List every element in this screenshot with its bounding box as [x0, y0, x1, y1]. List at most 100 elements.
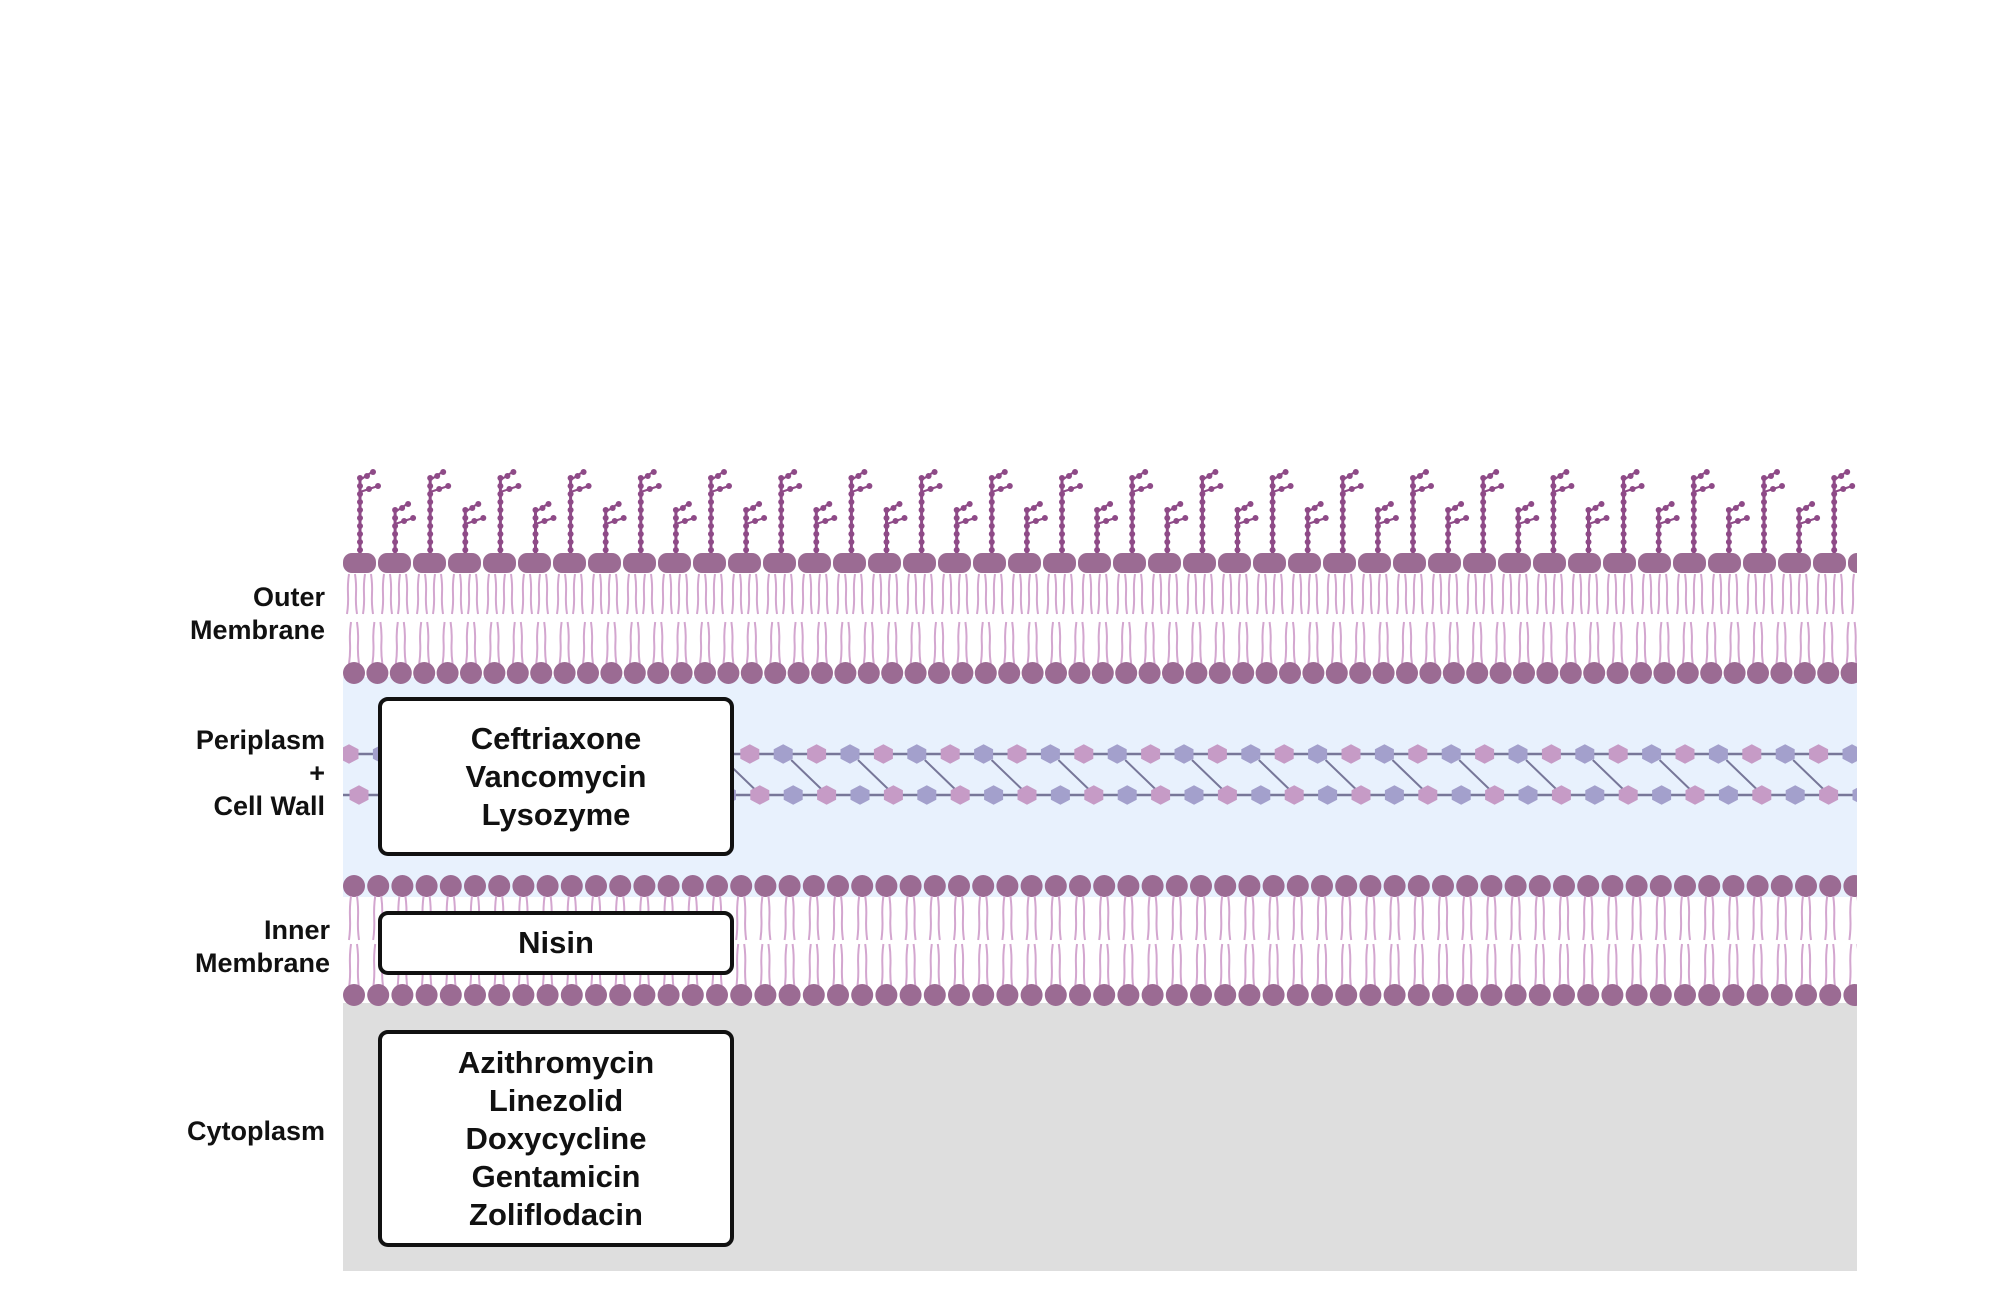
sugar-unit: [1445, 531, 1452, 537]
phospholipid-head: [1601, 875, 1624, 897]
lipid-tail: [1256, 573, 1260, 615]
sugar-unit: [1831, 483, 1838, 489]
phospholipid-head: [1286, 875, 1309, 897]
lipid-tail: [888, 943, 893, 989]
lipid-tail: [397, 573, 401, 615]
sugar-unit: [813, 539, 820, 545]
phospholipid-head: [1722, 984, 1745, 1006]
glycan-sugar-hexagon: [950, 785, 970, 805]
lipid-tail: [1735, 943, 1740, 989]
lipid-tail: [767, 943, 772, 989]
phospholipid-head: [1069, 984, 1091, 1006]
sugar-unit: [1001, 469, 1008, 475]
sugar-unit: [1410, 547, 1416, 553]
glycan-sugar-hexagon: [1518, 785, 1538, 805]
sugar-unit: [1831, 523, 1838, 529]
lipid-tail: [467, 573, 471, 615]
lipid-tail: [1705, 621, 1710, 665]
sugar-unit: [1164, 531, 1171, 537]
sugar-unit: [778, 515, 785, 521]
phospholipid-head: [1504, 875, 1527, 897]
sugar-unit: [1620, 483, 1627, 489]
sugar-unit: [813, 531, 820, 537]
sugar-unit: [672, 547, 679, 553]
lipid-tail: [1830, 621, 1835, 665]
lipid-tail: [1665, 573, 1669, 615]
sugar-unit: [1627, 473, 1634, 479]
phospholipid-head: [1536, 662, 1559, 684]
lipid-tail: [1713, 621, 1718, 665]
phospholipid-head: [415, 984, 438, 1006]
lipid-tail: [707, 621, 711, 665]
lipid-tail: [1243, 943, 1248, 989]
lipid-tail: [1870, 622, 1872, 664]
lipid-tail: [1641, 573, 1645, 615]
lipid-tail: [1727, 895, 1732, 941]
lipid-tail: [1606, 943, 1611, 989]
phospholipid-head: [1432, 875, 1454, 897]
sugar-unit: [1770, 486, 1776, 492]
phospholipid-head: [1383, 875, 1406, 897]
lipid-tail: [372, 943, 377, 989]
lps-lipid-head: [1428, 553, 1461, 573]
lps-lipid-head: [693, 553, 726, 573]
sugar-unit: [637, 483, 644, 489]
sugar-unit: [567, 539, 574, 545]
lipid-tail: [1643, 621, 1647, 665]
lipid-tail: [766, 573, 770, 615]
lipid-tail: [800, 621, 805, 665]
sugar-unit: [1410, 523, 1416, 529]
sugar-unit: [427, 499, 434, 505]
glycan-sugar-hexagon: [1642, 744, 1662, 764]
sugar-unit: [1524, 518, 1531, 524]
glycan-sugar-hexagon: [840, 744, 860, 764]
sugar-unit: [1094, 539, 1101, 545]
lipid-tail: [1106, 895, 1111, 941]
lps-o-antigen-chains: [357, 469, 1856, 555]
lipid-tail: [1816, 573, 1820, 615]
sugar-unit: [1129, 515, 1136, 521]
glycan-sugar-hexagon: [850, 785, 870, 805]
lipid-tail: [1243, 895, 1248, 941]
lps-lipid-head: [1393, 553, 1426, 573]
sugar-unit: [1690, 523, 1697, 529]
lipid-tail: [1175, 573, 1179, 615]
phospholipid-head: [972, 875, 995, 897]
phospholipid-head: [740, 662, 763, 684]
sugar-unit: [545, 501, 552, 507]
peptide-crosslink: [1658, 759, 1691, 790]
peptide-crosslink: [1860, 760, 1890, 789]
sugar-unit: [778, 499, 785, 505]
lipid-tail: [888, 895, 893, 941]
sugar-unit: [1339, 531, 1346, 537]
lipid-tail: [1657, 573, 1661, 615]
sugar-unit: [708, 507, 714, 513]
lipid-tail: [1307, 621, 1312, 665]
sugar-unit: [1030, 505, 1037, 511]
phospholipid-head: [1625, 875, 1648, 897]
sugar-unit: [679, 505, 686, 511]
lipid-tail: [1275, 943, 1280, 989]
glycan-sugar-hexagon: [1575, 744, 1595, 764]
lipid-tail: [636, 621, 641, 665]
sugar-unit: [1269, 523, 1276, 529]
phospholipid-head: [1864, 662, 1886, 684]
phospholipid-head: [1214, 875, 1237, 897]
sugar-unit: [672, 539, 679, 545]
lipid-tail: [660, 621, 665, 665]
sugar-unit: [1059, 515, 1065, 521]
sugar-unit: [927, 486, 934, 492]
glycan-sugar-hexagon: [883, 785, 903, 805]
phospholipid-head: [1553, 875, 1575, 897]
lipid-tail: [566, 621, 571, 665]
sugar-unit: [1129, 507, 1136, 513]
sugar-unit: [1129, 531, 1136, 537]
lipid-tail: [1832, 573, 1836, 615]
phospholipid-head: [609, 875, 632, 897]
sugar-unit: [1138, 486, 1145, 492]
lipid-tail: [879, 573, 883, 615]
phospholipid-head: [1674, 984, 1696, 1006]
lipid-tail: [1447, 621, 1452, 665]
sugar-unit: [1638, 483, 1645, 489]
sugar-unit: [848, 523, 855, 529]
